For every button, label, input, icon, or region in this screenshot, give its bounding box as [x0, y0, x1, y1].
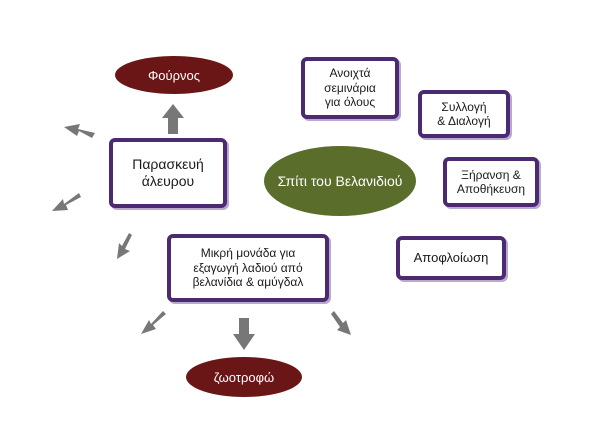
- collection-sorting-label: Συλλογή & Διαλογή: [437, 99, 491, 128]
- flour-preparation-box: Παρασκευή άλευρου: [109, 138, 227, 208]
- drying-storage-box: Ξήρανση & Αποθήκευση: [443, 157, 539, 207]
- arrow-down-left: [117, 233, 132, 259]
- arrow-down-to-feed: [233, 318, 255, 350]
- oil-unit-label: Μικρή μονάδα για εξαγωγή λαδιού από βελα…: [192, 246, 304, 290]
- peeling-label: Αποφλοίωση: [413, 250, 489, 266]
- arrow-upper-left: [64, 124, 95, 138]
- oven-node-label: Φούρνος: [147, 67, 201, 83]
- open-seminars-box: Ανοιχτά σεμινάρια για όλους: [301, 57, 399, 119]
- animal-feed-node: ζωοτροφώ: [186, 357, 302, 397]
- arrow-lower-right: [331, 311, 351, 335]
- flour-preparation-label: Παρασκευή άλευρου: [132, 156, 204, 189]
- arrow-up-to-oven: [162, 104, 184, 134]
- arrow-lower-left: [141, 311, 166, 334]
- collection-sorting-box: Συλλογή & Διαλογή: [418, 90, 510, 138]
- center-node: Σπίτι του Βελανιδιού: [264, 146, 416, 216]
- peeling-box: Αποφλοίωση: [396, 236, 506, 280]
- animal-feed-node-label: ζωοτροφώ: [213, 369, 275, 385]
- center-node-label: Σπίτι του Βελανιδιού: [277, 173, 403, 189]
- open-seminars-label: Ανοιχτά σεμινάρια για όλους: [324, 66, 376, 110]
- oven-node: Φούρνος: [115, 56, 233, 94]
- arrow-left: [52, 193, 81, 211]
- oil-unit-box: Μικρή μονάδα για εξαγωγή λαδιού από βελα…: [167, 234, 329, 302]
- drying-storage-label: Ξήρανση & Αποθήκευση: [456, 167, 526, 196]
